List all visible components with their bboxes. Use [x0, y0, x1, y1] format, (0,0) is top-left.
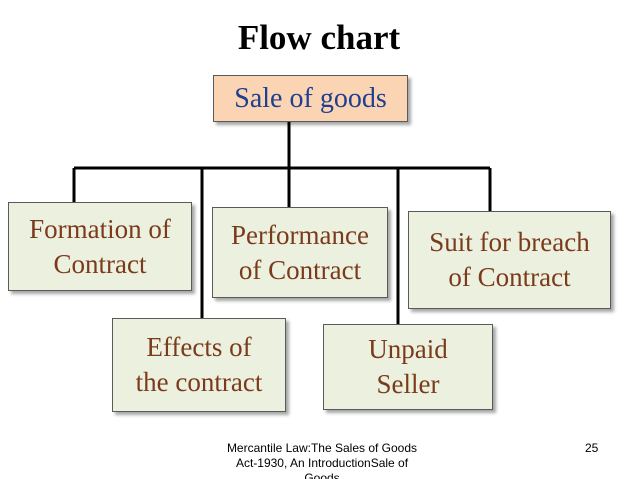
- node-suit-for-breach: Suit for breach of Contract: [408, 211, 611, 309]
- node-formation-of-contract: Formation of Contract: [8, 202, 192, 291]
- slide-title: Flow chart: [237, 18, 401, 57]
- node-sale-of-goods: Sale of goods: [213, 75, 408, 122]
- slide-footer: Mercantile Law:The Sales of Goods Act-19…: [226, 441, 418, 479]
- page-number: 25: [585, 441, 599, 455]
- node-unpaid-seller: Unpaid Seller: [323, 324, 493, 410]
- node-performance-of-contract: Performance of Contract: [212, 207, 388, 298]
- node-effects-of-contract: Effects of the contract: [112, 318, 286, 412]
